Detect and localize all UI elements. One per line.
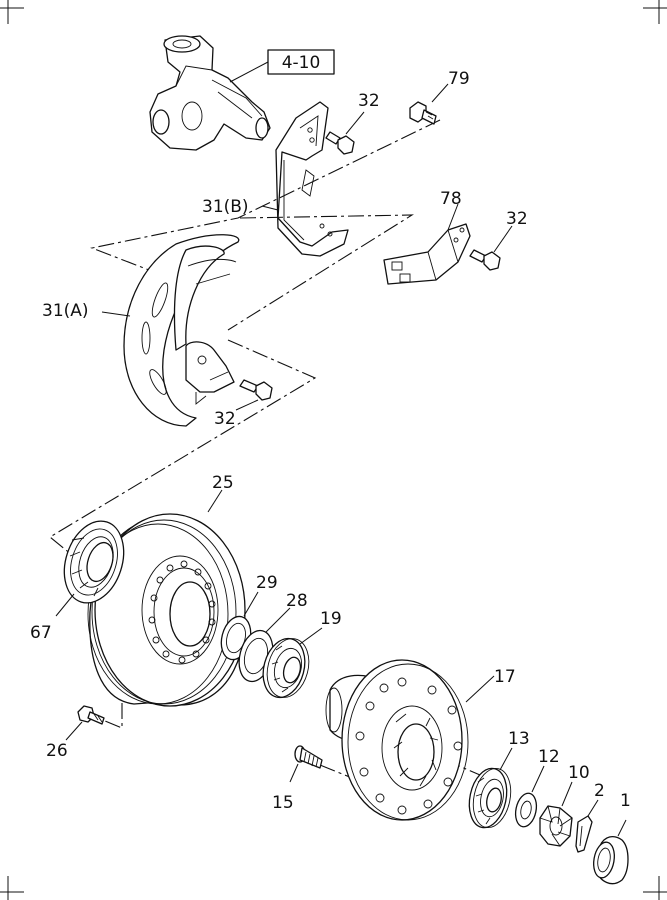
bolt-32-lower <box>235 379 273 411</box>
part-label-78: 78 <box>440 189 462 209</box>
washer-12 <box>514 765 545 828</box>
bearing-67 <box>55 520 125 617</box>
part-label-32-top: 32 <box>358 91 380 111</box>
bolt-26 <box>65 705 105 741</box>
part-label-17: 17 <box>494 667 516 687</box>
hub-cap-1 <box>593 819 629 885</box>
part-label-31b: 31(B) <box>202 197 249 217</box>
brake-disc-25 <box>87 489 246 707</box>
bolt-79 <box>409 83 449 125</box>
reference-box-label: 4-10 <box>282 53 321 73</box>
part-label-32-lower: 32 <box>214 409 236 429</box>
part-label-15: 15 <box>272 793 294 813</box>
part-label-2: 2 <box>594 781 605 801</box>
plate-78 <box>383 203 471 285</box>
castle-nut-10 <box>539 781 573 847</box>
hub-17 <box>325 659 495 821</box>
bearing-13 <box>468 747 513 829</box>
dust-shield-31a <box>101 234 240 427</box>
cotter-pin-2 <box>575 799 599 853</box>
part-label-32-right: 32 <box>506 209 528 229</box>
part-label-1: 1 <box>620 791 631 811</box>
part-label-28: 28 <box>286 591 308 611</box>
part-label-26: 26 <box>46 741 68 761</box>
part-label-29: 29 <box>256 573 278 593</box>
part-label-10: 10 <box>568 763 590 783</box>
part-label-13: 13 <box>508 729 530 749</box>
part-label-79: 79 <box>448 69 470 89</box>
part-label-31a: 31(A) <box>42 301 89 321</box>
part-label-67: 67 <box>30 623 52 643</box>
bolt-32-top <box>325 111 365 155</box>
steering-knuckle <box>149 35 271 151</box>
bearing-19 <box>262 627 323 699</box>
reference-box: 4-10 <box>229 49 335 83</box>
part-label-25: 25 <box>212 473 234 493</box>
stud-15 <box>289 745 323 783</box>
bracket-31b <box>261 101 349 257</box>
part-label-19: 19 <box>320 609 342 629</box>
part-label-12: 12 <box>538 747 560 767</box>
bolt-32-right <box>469 225 513 271</box>
